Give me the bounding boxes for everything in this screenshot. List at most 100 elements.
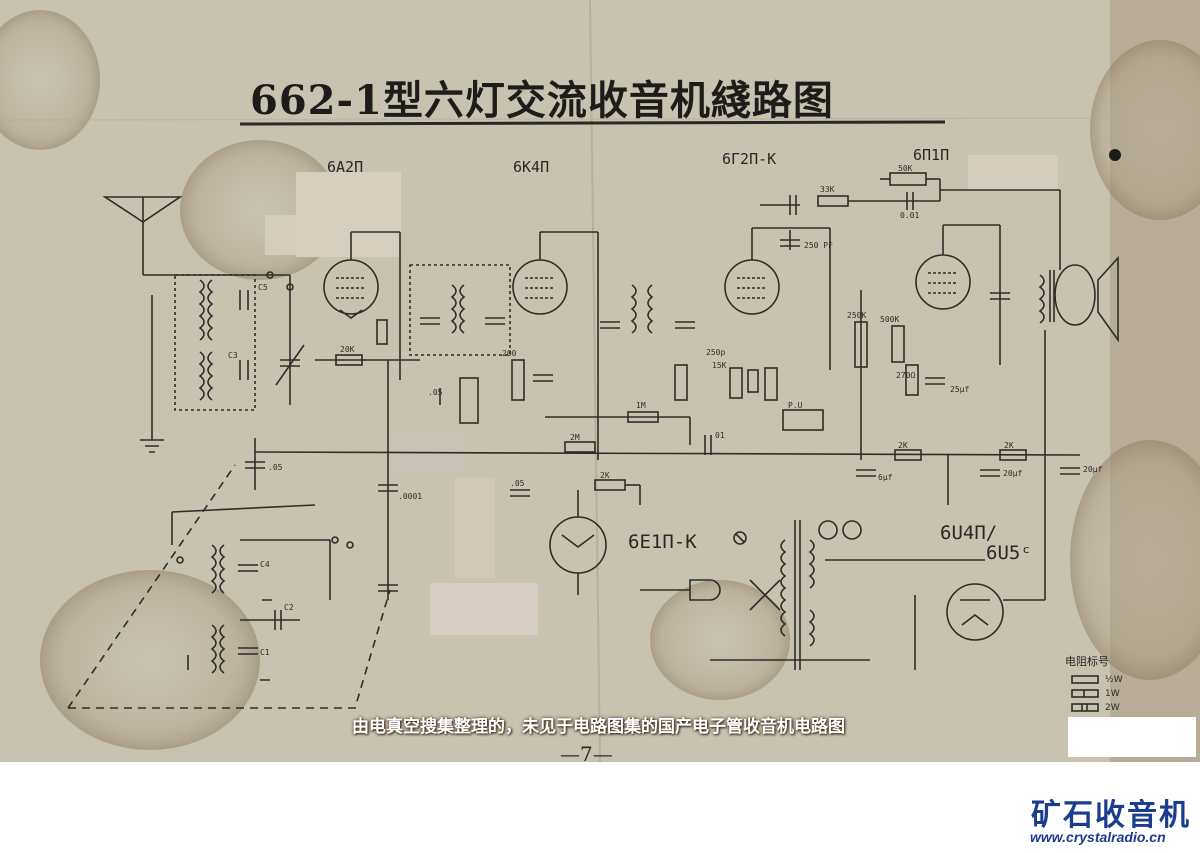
component-label: 1M bbox=[636, 401, 646, 410]
resistor bbox=[747, 369, 759, 393]
component-label: C1 bbox=[260, 648, 270, 657]
tube-6u4p bbox=[946, 583, 1004, 641]
stain-spot bbox=[0, 10, 100, 150]
component-label: 250p bbox=[706, 348, 725, 357]
component-label: 6μf bbox=[878, 473, 893, 482]
component-label: 2M bbox=[570, 433, 580, 442]
wire bbox=[171, 504, 316, 545]
component-label: 250 PF bbox=[804, 241, 833, 250]
component-label: 2K bbox=[1004, 441, 1014, 450]
component-label: C2 bbox=[284, 603, 294, 612]
legend-resistor-half-watt bbox=[1071, 675, 1099, 684]
page-number: —7— bbox=[560, 742, 613, 762]
tube-label-6u5c: 6U5ᶜ bbox=[986, 542, 1032, 564]
component-label: 270Ω bbox=[896, 371, 915, 380]
stain-spot bbox=[1070, 440, 1200, 680]
ganged-tuning-link bbox=[68, 589, 391, 709]
component-label: 2K bbox=[898, 441, 908, 450]
legend-item: 1W bbox=[1105, 689, 1120, 699]
legend-resistor-2w bbox=[1071, 703, 1099, 712]
ink-dot bbox=[1109, 149, 1121, 161]
component-label: P.U bbox=[788, 401, 803, 410]
paper-fold-line bbox=[589, 0, 601, 762]
band-switch-contact bbox=[346, 541, 354, 549]
resistor bbox=[729, 367, 743, 399]
dial-lamp-icon bbox=[818, 520, 838, 540]
tube-label-6g2p-k: 6Г2П-K bbox=[722, 150, 777, 168]
supply-rail bbox=[254, 451, 1081, 456]
power-plug-icon bbox=[689, 579, 721, 601]
band-switch-contact bbox=[176, 556, 184, 564]
sw-coil bbox=[210, 624, 217, 674]
resistor-500k bbox=[891, 325, 905, 363]
tuning-capacitor-arrow bbox=[275, 344, 305, 386]
paper-fold-line bbox=[0, 117, 1200, 121]
tube-grid bbox=[525, 277, 555, 299]
resistor-2k bbox=[999, 449, 1027, 461]
pickup-jack bbox=[782, 409, 824, 431]
component-label: 20K bbox=[340, 345, 355, 354]
sw-coil bbox=[219, 544, 226, 594]
resistor-2k bbox=[894, 449, 922, 461]
ganged-tuning-link bbox=[67, 464, 236, 709]
pilot-lamp-icon bbox=[735, 533, 745, 543]
redaction-patch bbox=[395, 430, 465, 472]
band-switch-contact bbox=[331, 536, 339, 544]
title-underline bbox=[239, 120, 946, 126]
tube-grid bbox=[737, 277, 767, 299]
site-logo: 矿石收音机 bbox=[1031, 798, 1191, 833]
site-url[interactable]: www.crystalradio.cn bbox=[1030, 829, 1166, 845]
schematic-sheet: C5 C3 C4 C2 C1 20K .05 .05 33K 50K 0.01 … bbox=[0, 0, 1200, 762]
input-coil bbox=[207, 351, 214, 401]
tube-cathode bbox=[339, 309, 363, 319]
stain-spot bbox=[650, 580, 790, 700]
tube-grid bbox=[336, 277, 366, 299]
schematic-drawing: C5 C3 C4 C2 C1 20K .05 .05 33K 50K 0.01 … bbox=[0, 0, 1200, 762]
pilot-lamp-icon bbox=[733, 531, 747, 545]
component-label: 500K bbox=[880, 315, 899, 324]
component-label: 15K bbox=[712, 361, 727, 370]
redaction-patch bbox=[430, 583, 538, 635]
sw-coil bbox=[210, 544, 217, 594]
component-label: C4 bbox=[260, 560, 270, 569]
speaker-symbol bbox=[1097, 255, 1119, 343]
potentiometer bbox=[459, 377, 479, 424]
component-label: 0.01 bbox=[900, 211, 919, 220]
overlay-caption: 由电真空搜集整理的，未见于电路图集的国产电子管收音机电路图 bbox=[352, 717, 845, 737]
stain-spot bbox=[40, 570, 260, 750]
component-label: 20μf bbox=[1083, 465, 1102, 474]
tube-label-6a2p: 6A2П bbox=[327, 158, 364, 176]
tube-element bbox=[961, 613, 989, 626]
component-label: 25μf bbox=[950, 385, 969, 394]
component-label: 250K bbox=[847, 311, 866, 320]
input-coil bbox=[207, 279, 214, 341]
band-switch-contact bbox=[266, 271, 274, 279]
band-switch-contact bbox=[286, 283, 294, 291]
component-label: 01 bbox=[715, 431, 725, 440]
diagram-title: 662-1型六灯交流收音机綫路图 bbox=[250, 77, 834, 124]
power-transformer-secondary bbox=[808, 539, 815, 589]
component-label: .05 bbox=[510, 479, 525, 488]
resistor bbox=[376, 319, 388, 345]
resistor-270 bbox=[905, 364, 919, 396]
output-transformer-secondary bbox=[1054, 264, 1096, 326]
sw-coil bbox=[219, 624, 226, 674]
if-coil bbox=[459, 284, 466, 334]
legend-item: ½W bbox=[1105, 675, 1123, 685]
dial-lamp-icon bbox=[842, 520, 862, 540]
resistor-legend: 电阻标号 ½W 1W 2W bbox=[1065, 653, 1123, 715]
stain-spot bbox=[1090, 40, 1200, 220]
component-label: .0001 bbox=[398, 492, 422, 501]
input-coil bbox=[198, 351, 205, 401]
ground-symbol bbox=[140, 439, 164, 453]
tube-label-6k4p: 6K4П bbox=[513, 158, 550, 176]
redaction-box bbox=[1068, 717, 1196, 757]
component-label: C3 bbox=[228, 351, 238, 360]
coil-shield bbox=[174, 274, 256, 411]
output-transformer-primary bbox=[1038, 274, 1045, 324]
power-transformer-primary bbox=[780, 539, 787, 637]
component-label: 200 bbox=[502, 349, 517, 358]
tube-element bbox=[561, 534, 595, 548]
component-label: .05 bbox=[428, 388, 443, 397]
component-label: 20μf bbox=[1003, 469, 1022, 478]
